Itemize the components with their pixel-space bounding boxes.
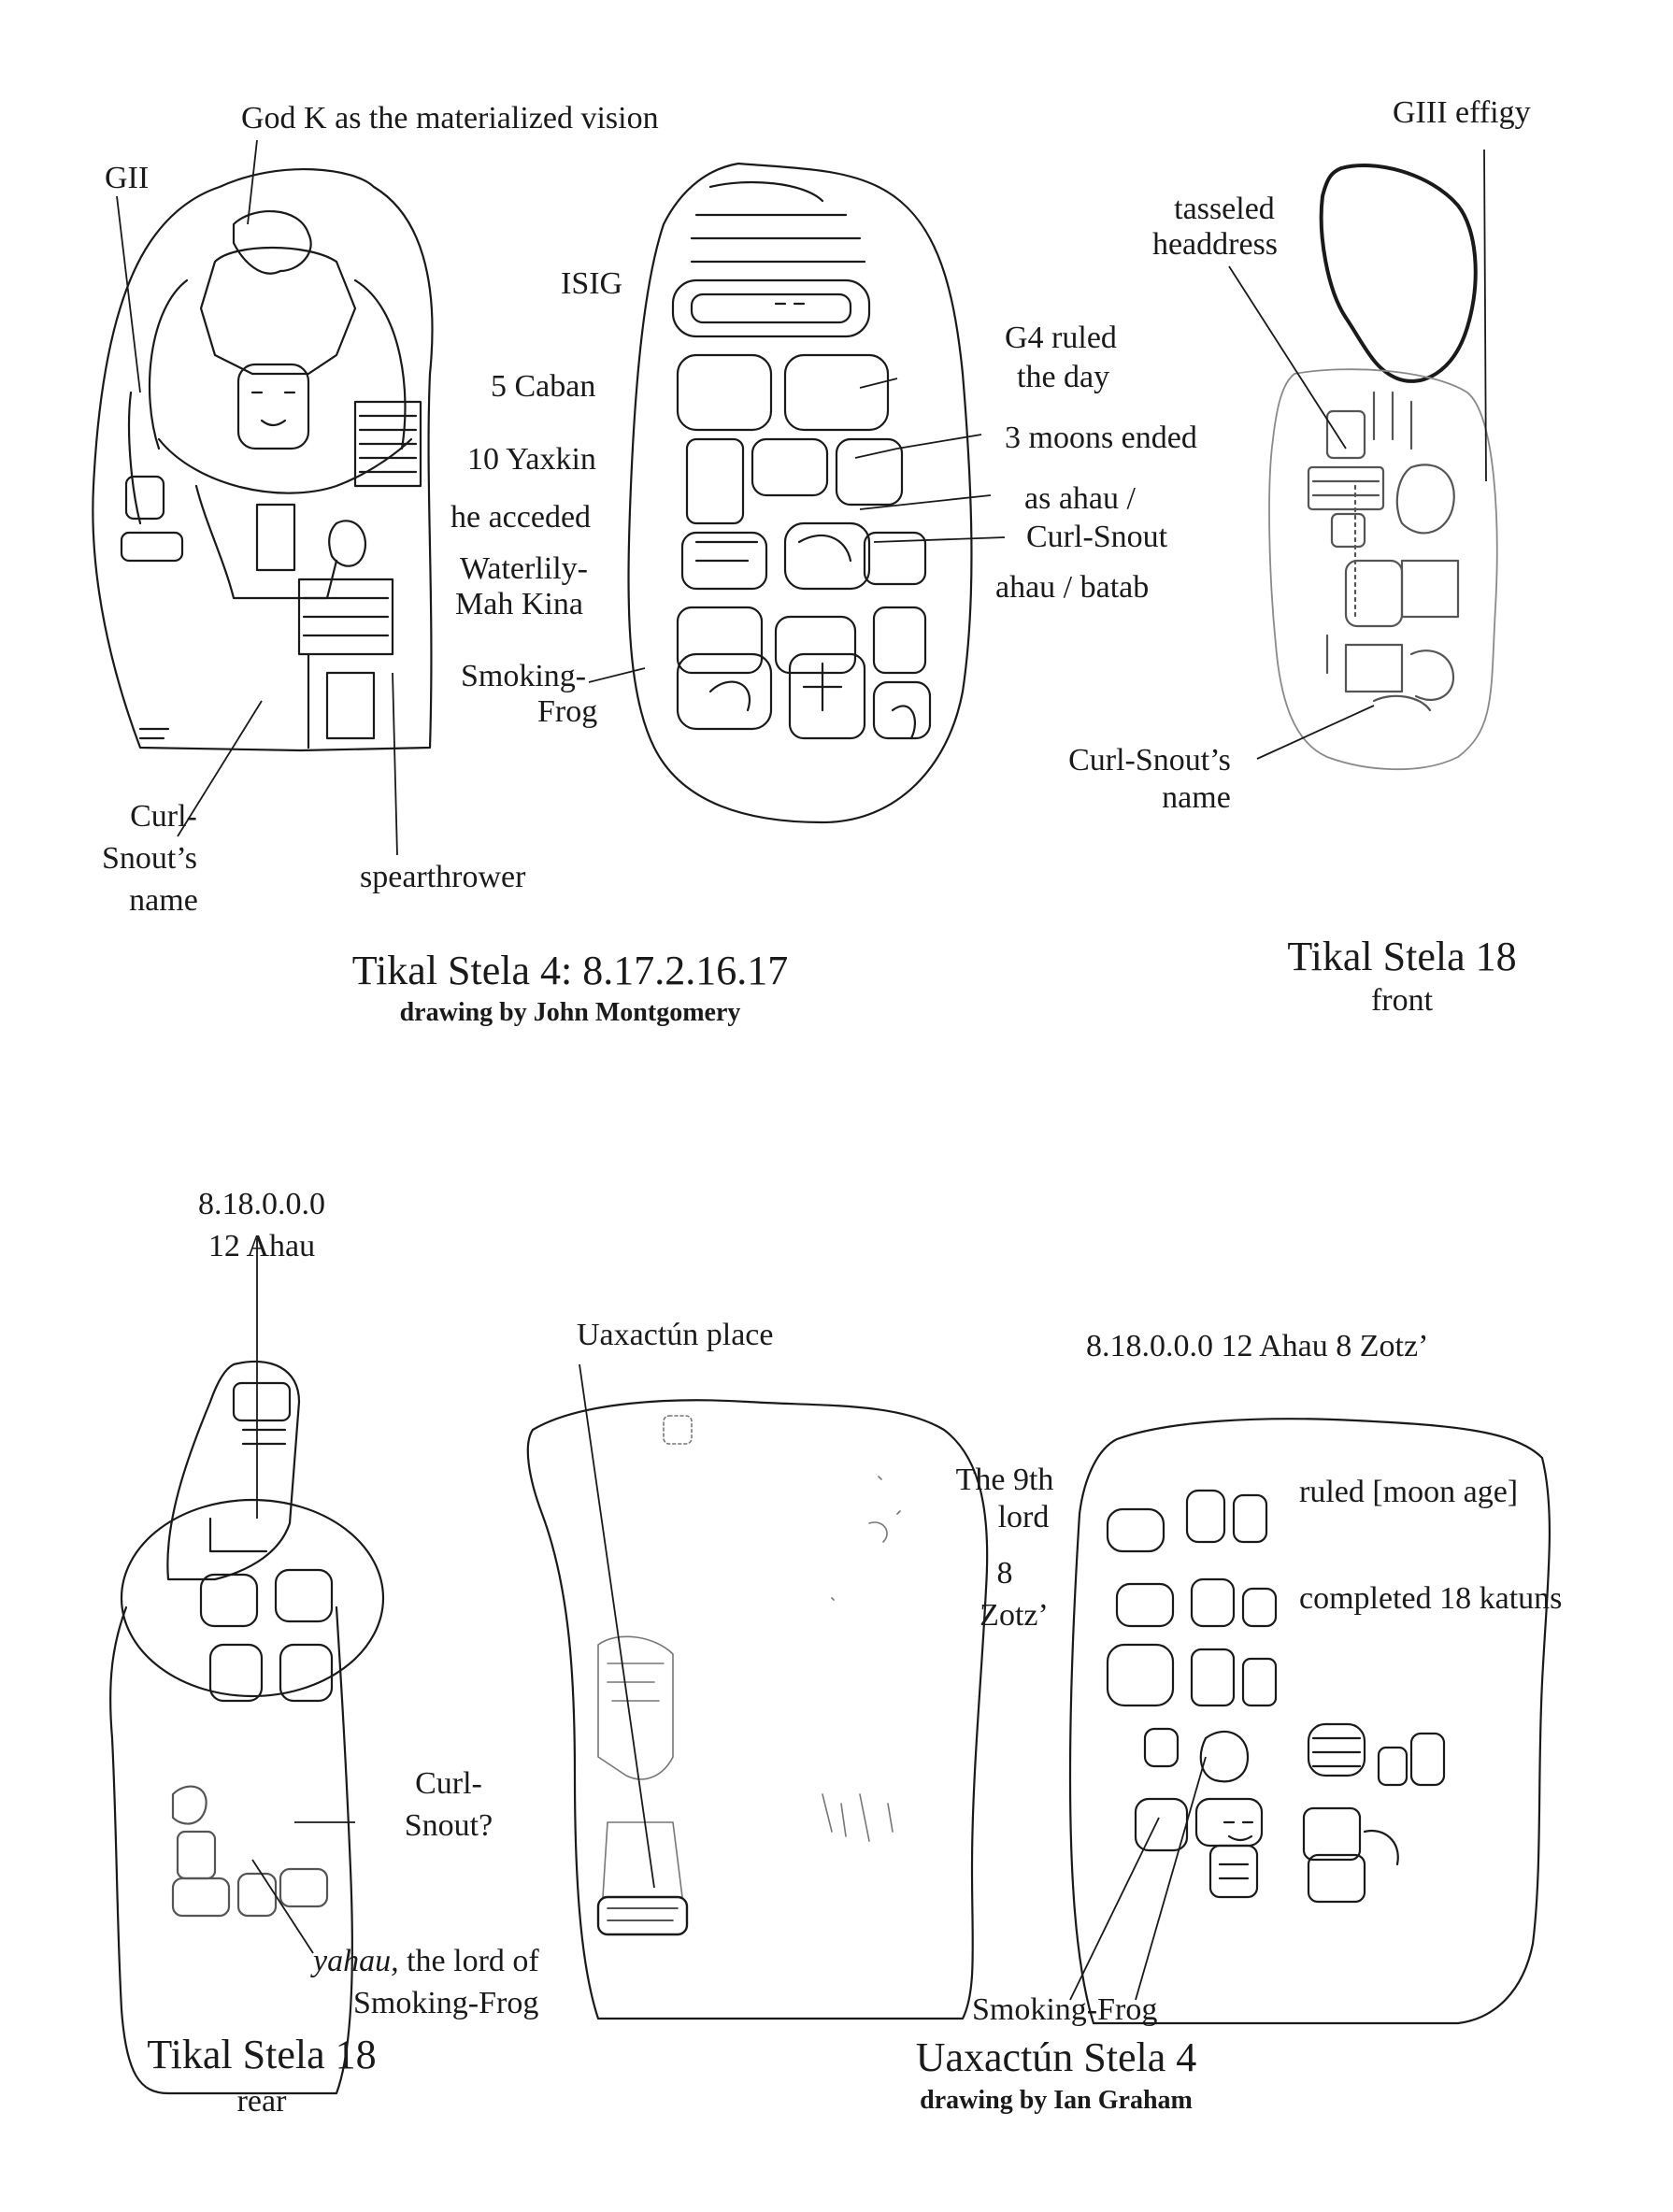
label-curl-snout-front-line1: Curl-Snout’s bbox=[1068, 743, 1231, 778]
caption-credit-montgomery: drawing by John Montgomery bbox=[399, 998, 741, 1027]
label-g4-line1: G4 ruled bbox=[1005, 321, 1117, 355]
label-curl-snout-name-line2: Snout’s bbox=[101, 841, 198, 876]
label-yahau-rest: the lord of bbox=[398, 1944, 539, 1978]
label-smoking-frog-line1: Smoking- bbox=[461, 659, 587, 693]
label-tasseled-line2: headdress bbox=[1151, 227, 1279, 262]
label-spearthrower: spearthrower bbox=[360, 860, 526, 894]
label-waterlily-line1: Waterlily- bbox=[460, 551, 588, 586]
label-yahau-line1: yahau, the lord of bbox=[313, 1944, 539, 1979]
caption-uaxactun-stela-4: Uaxactún Stela 4 bbox=[915, 2034, 1197, 2080]
label-smoking-frog-line2: Frog bbox=[537, 694, 598, 729]
leader-lines bbox=[116, 139, 1487, 2001]
label-yahau-line2: Smoking-Frog bbox=[353, 1986, 539, 2020]
label-curl-snout-question-line1: Curl- bbox=[415, 1766, 482, 1801]
caption-tikal-stela-18-front: Tikal Stela 18 bbox=[1287, 934, 1517, 979]
tikal-stela-4-drawing bbox=[92, 168, 434, 752]
label-5-caban: 5 Caban bbox=[491, 369, 596, 404]
label-curl-snout-name-line1: Curl- bbox=[130, 799, 197, 834]
label-waterlily-line2: Mah Kina bbox=[455, 587, 583, 621]
label-3-moons: 3 moons ended bbox=[1005, 421, 1197, 455]
label-uaxactun-place: Uaxactún place bbox=[577, 1318, 774, 1352]
label-9th-lord-line1: The 9th bbox=[955, 1463, 1054, 1497]
tikal-stela-18-rear-drawing bbox=[109, 1360, 385, 2095]
label-10-yaxkin: 10 Yaxkin bbox=[467, 442, 596, 477]
label-8-zotz-line1: 8 bbox=[996, 1556, 1013, 1591]
label-he-acceded: he acceded bbox=[450, 500, 592, 535]
label-8-zotz-line2: Zotz’ bbox=[979, 1598, 1049, 1633]
label-tasseled-line1: tasseled bbox=[1174, 192, 1275, 226]
caption-credit-graham: drawing by Ian Graham bbox=[920, 2086, 1193, 2115]
caption-tikal-stela-18-rear: Tikal Stela 18 bbox=[147, 2032, 377, 2077]
caption-front: front bbox=[1370, 983, 1434, 1018]
uaxactun-stela-4-drawing bbox=[526, 1399, 1551, 2025]
label-isig: ISIG bbox=[561, 266, 623, 301]
label-giii-effigy: GIII effigy bbox=[1393, 95, 1531, 130]
tikal-stela-4-text-drawing bbox=[627, 162, 973, 824]
label-curl-snout-front-line2: name bbox=[1162, 780, 1231, 815]
label-completed-18-katuns: completed 18 katuns bbox=[1299, 1581, 1563, 1616]
label-god-k: God K as the materialized vision bbox=[241, 101, 659, 136]
label-curl-snout-name-line3: name bbox=[129, 883, 198, 918]
label-rear-date-line1: 8.18.0.0.0 bbox=[198, 1187, 325, 1221]
label-as-ahau-line2: Curl-Snout bbox=[1026, 520, 1168, 554]
label-rear-date-line2: 12 Ahau bbox=[207, 1229, 316, 1263]
label-uaxactun-date: 8.18.0.0.0 12 Ahau 8 Zotz’ bbox=[1086, 1329, 1429, 1363]
caption-tikal-stela-4: Tikal Stela 4: 8.17.2.16.17 bbox=[351, 948, 789, 993]
label-gii: GII bbox=[105, 161, 150, 195]
label-smoking-frog-uaxactun: Smoking-Frog bbox=[972, 1992, 1158, 2027]
tikal-stela-18-front-drawing bbox=[1268, 164, 1498, 771]
label-g4-line2: the day bbox=[1017, 360, 1110, 394]
label-curl-snout-question-line2: Snout? bbox=[404, 1808, 493, 1843]
label-ahau-batab: ahau / batab bbox=[995, 570, 1150, 605]
label-9th-lord-line2: lord bbox=[997, 1500, 1050, 1534]
label-as-ahau-line1: as ahau / bbox=[1024, 481, 1136, 516]
label-ruled-moon-age: ruled [moon age] bbox=[1299, 1475, 1519, 1509]
caption-rear: rear bbox=[236, 2084, 287, 2119]
label-yahau-italic: yahau, bbox=[313, 1944, 399, 1978]
